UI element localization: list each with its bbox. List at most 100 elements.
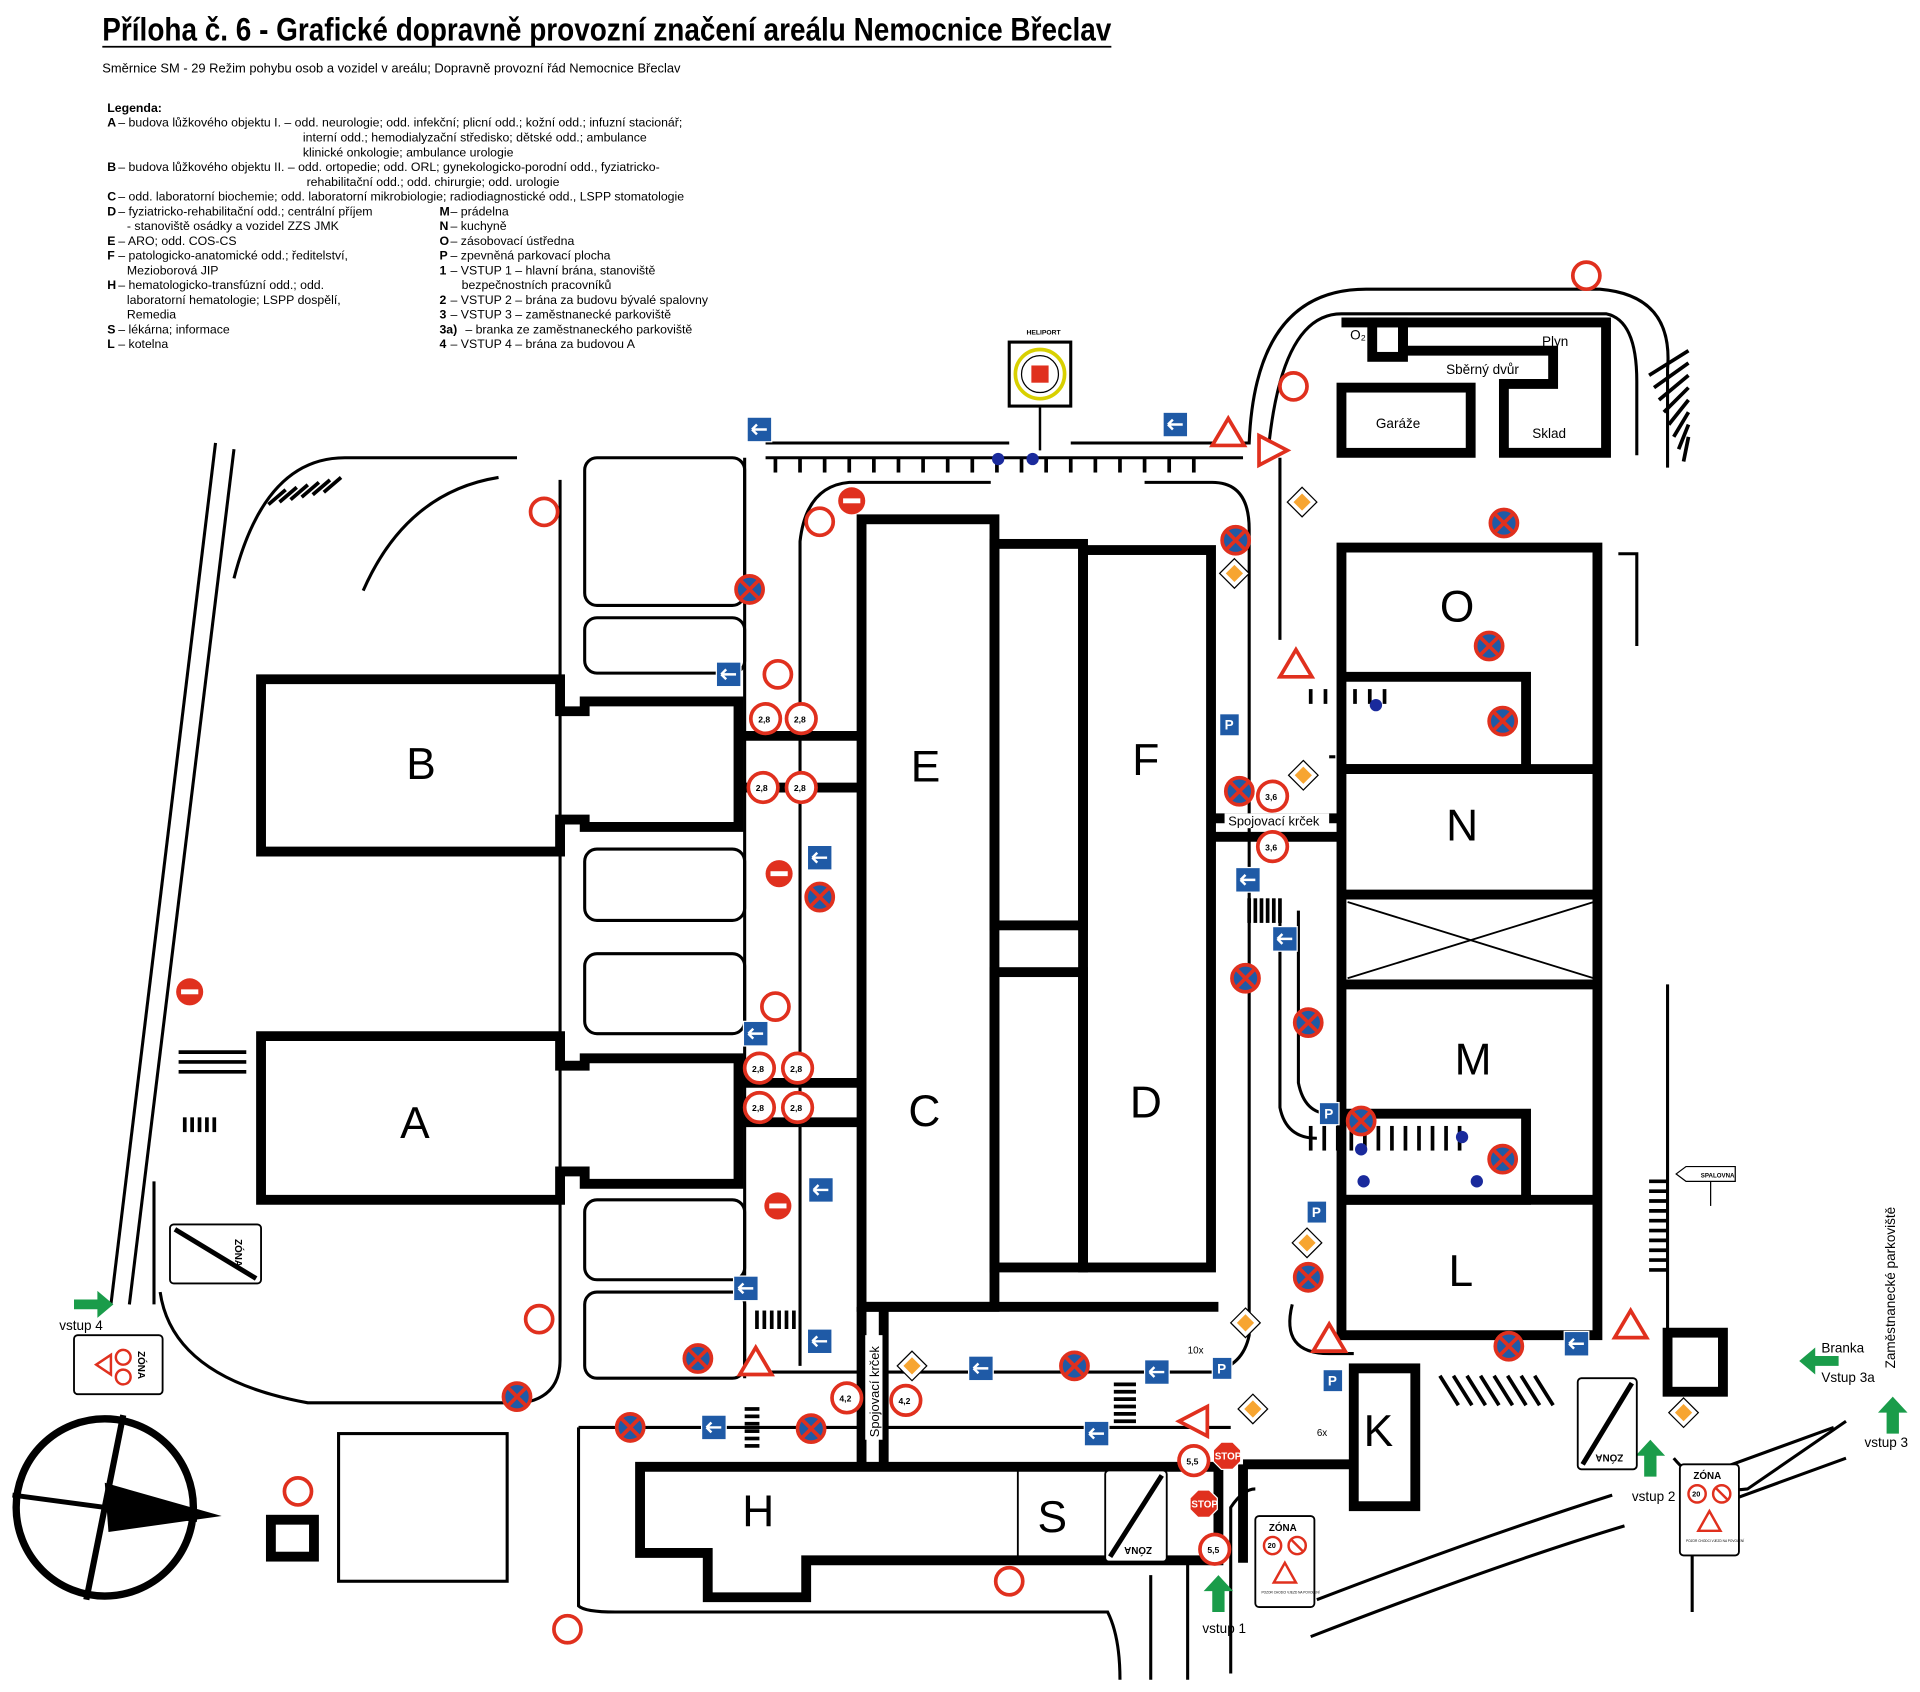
entrances: Zaměstnanecké parkoviště Branka Vstup 3a… — [59, 1207, 1908, 1636]
height-limit-value: 2,8 — [758, 714, 770, 724]
zone-sign-title: ZÓNA — [1693, 1470, 1721, 1482]
legend-entry: – lékárna; informace — [118, 322, 230, 336]
no-entry-sign-icon — [838, 487, 866, 515]
zone-sign-title: ZÓNA — [135, 1351, 147, 1379]
label-garaze: Garáže — [1376, 416, 1420, 431]
legend: Legenda: A– budova lůžkového objektu I. … — [107, 101, 709, 351]
label-o2: O₂ — [1350, 328, 1366, 343]
pedestrian-crossing-sign-icon — [1143, 1359, 1170, 1385]
bollard-icon — [1357, 1175, 1370, 1188]
legend-entry: – kotelna — [118, 337, 168, 351]
building-h — [635, 1461, 1224, 1603]
no-stopping-sign-icon — [682, 1343, 714, 1374]
pedestrian-crossing-sign-icon — [1235, 866, 1261, 893]
no-entry-vehicles-sign-icon — [523, 1303, 555, 1335]
label-plyn: Plyn — [1542, 334, 1568, 349]
buildings — [256, 317, 1728, 1603]
label-m: M — [1455, 1035, 1492, 1084]
give-way-sign-icon — [1257, 432, 1292, 469]
priority-road-sign-icon — [1286, 486, 1318, 518]
legend-entry: – VSTUP 3 – zaměstnanecké parkoviště — [451, 308, 672, 322]
no-stopping-sign-icon — [1487, 1143, 1519, 1175]
warning-sign-icon — [736, 1343, 775, 1377]
branka-label: Branka — [1821, 1340, 1864, 1355]
label-s: S — [1038, 1493, 1068, 1542]
height-limit-sign-icon: 4,2 — [889, 1383, 923, 1417]
legend-entry: – fyziatricko-rehabilitační odd.; centrá… — [118, 204, 372, 218]
no-entry-vehicles-sign-icon — [552, 1613, 583, 1645]
no-entry-vehicles-sign-icon — [760, 991, 791, 1022]
no-stopping-sign-icon — [1220, 524, 1252, 556]
no-entry-vehicles-sign-icon — [528, 496, 560, 528]
bollard-icon — [991, 452, 1005, 466]
parking-stripe — [1492, 1374, 1515, 1407]
pedestrian-crossing-sign-icon — [1271, 925, 1298, 952]
pedestrian-crossing-sign-icon — [700, 1414, 727, 1441]
building-a — [256, 1031, 744, 1205]
parking-sign-icon: P — [1318, 1101, 1340, 1126]
height-limit-sign-icon: 2,8 — [780, 1051, 815, 1085]
bollard-icon — [1455, 1130, 1469, 1144]
pedestrian-crossing-sign-icon — [732, 1275, 759, 1302]
parking-stripe — [300, 480, 321, 499]
legend-key: C — [107, 190, 116, 204]
legend-key: H — [107, 278, 116, 292]
building-ec — [856, 514, 1000, 1312]
no-entry-vehicles-sign-icon — [762, 658, 794, 690]
parking-stripe — [1519, 1374, 1542, 1407]
legend-entry-cont: - stanoviště osádky a vozidel ZZS JMK — [127, 219, 340, 233]
height-limit-value: 3,6 — [1265, 792, 1277, 802]
legend-heading: Legenda: — [107, 101, 162, 115]
no-stopping-sign-icon — [614, 1412, 646, 1443]
legend-entry-cont: interní odd.; hemodialyzační středisko; … — [303, 131, 647, 145]
building-b — [256, 674, 744, 857]
stop-sign-icon: STOP — [1189, 1489, 1218, 1519]
priority-road-sign-icon — [1291, 1227, 1323, 1259]
legend-entry-cont: Mezioborová JIP — [127, 263, 219, 277]
legend-entry-cont: laboratorní hematologie; LSPP dospělí, — [127, 293, 341, 307]
bollard-icon — [1470, 1175, 1483, 1188]
no-stopping-sign-icon — [795, 1413, 827, 1445]
label-o: O — [1440, 582, 1474, 631]
legend-key: 3 — [439, 308, 446, 322]
page-title: Příloha č. 6 - Grafické dopravně provozn… — [102, 12, 1111, 48]
parking-stripe — [1533, 1374, 1555, 1407]
building-fd — [1078, 545, 1216, 1273]
count-10x: 10x — [1188, 1346, 1204, 1357]
legend-entry: – patologicko-anatomické odd.; ředitelst… — [118, 249, 348, 263]
no-stopping-sign-icon — [1292, 1007, 1324, 1038]
legend-entry-cont: Remedia — [127, 308, 176, 322]
heliport: HELIPORT — [1007, 330, 1073, 451]
entrance-arrow-icon — [1799, 1347, 1839, 1375]
no-entry-vehicles-sign-icon — [993, 1565, 1025, 1597]
parking-stripe — [1681, 436, 1691, 462]
no-entry-vehicles-sign-icon — [282, 1476, 314, 1507]
legend-key: F — [107, 249, 115, 263]
legend-key: A — [107, 116, 116, 130]
parking-stripe — [1662, 386, 1690, 414]
north-arrow-icon — [12, 1414, 222, 1601]
priority-road-sign-icon — [1667, 1397, 1700, 1429]
height-limit-value: 2,8 — [790, 1103, 802, 1113]
legend-entry: – odd. laboratorní biochemie; odd. labor… — [118, 190, 684, 204]
no-stopping-sign-icon — [1292, 1261, 1324, 1293]
parking-letter: P — [1328, 1374, 1337, 1389]
bollard-icon — [1026, 452, 1039, 466]
label-f: F — [1132, 736, 1159, 785]
spalovna-label: SPALOVNA — [1701, 1173, 1735, 1180]
parking-stripe — [1676, 423, 1691, 450]
no-stopping-sign-icon — [734, 574, 765, 605]
height-limit-sign-icon: 3,6 — [1255, 779, 1290, 813]
no-entry-vehicles-sign-icon — [804, 506, 836, 538]
priority-road-sign-icon — [1218, 557, 1251, 590]
parking-stripe — [278, 485, 298, 504]
parking-stripe — [1648, 349, 1690, 377]
bollard-icon — [1355, 1143, 1368, 1156]
legend-entry: – ARO; odd. COS-CS — [118, 234, 236, 248]
legend-key: 1 — [439, 263, 446, 277]
height-limit-sign-icon: 3,6 — [1255, 830, 1290, 864]
legend-key: 4 — [439, 337, 446, 351]
vstup2-label: vstup 2 — [1632, 1489, 1676, 1504]
legend-entry: – prádelna — [451, 204, 509, 218]
no-stopping-sign-icon — [1493, 1330, 1525, 1362]
